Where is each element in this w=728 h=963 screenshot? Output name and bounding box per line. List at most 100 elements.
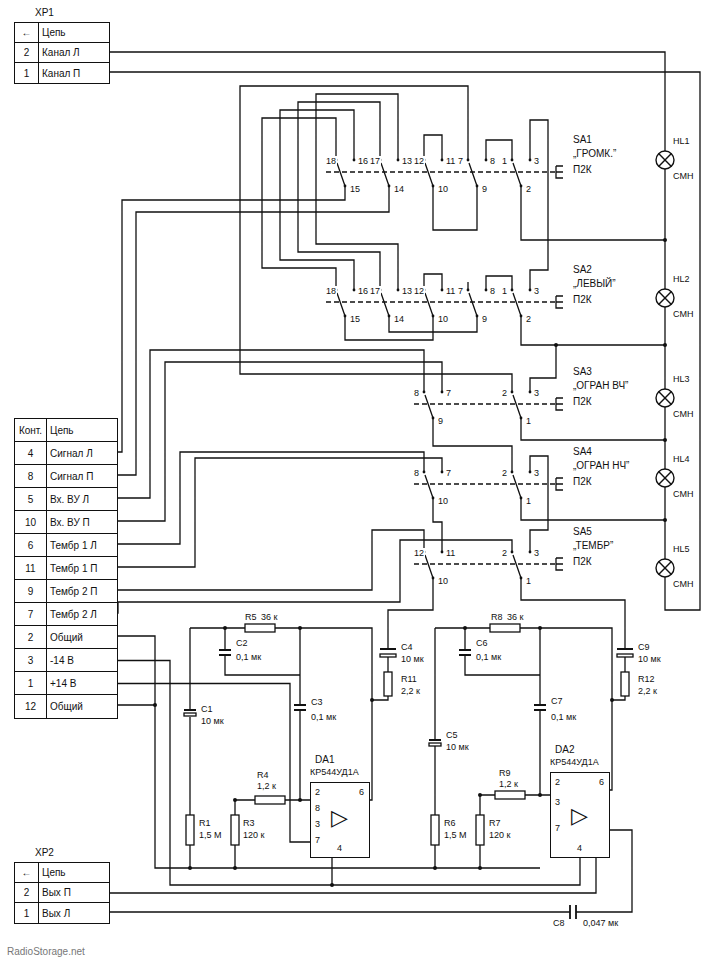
contact-number: 2 [525,184,532,195]
contact-number: 12 [413,156,425,167]
table-cell: Вых Л [39,903,109,923]
table-cell: 8 [15,465,47,488]
table-cell: ← [15,863,39,883]
component-value: 1,2 к [256,781,277,792]
signal-name: Вых Л [42,908,70,919]
contact-number: 14 [393,314,405,325]
pin-number: 1 [24,68,30,79]
component-ref: R5 [244,612,258,623]
lamps [656,151,674,577]
contact-number: 8 [489,156,496,167]
contact-number: 1 [525,496,532,507]
contact-number: 1 [525,416,532,427]
resistor-symbol [621,672,629,696]
table-cell: 6 [15,534,47,557]
table-cell: ← [15,23,39,43]
contact-number: 2 [501,388,508,399]
junction-dot [298,626,302,630]
lamp-wire [107,52,700,610]
component-ref: C4 [400,642,414,653]
table-cell: Вх. ВУ П [47,511,117,534]
contact-number: 12 [413,286,425,297]
chip-ref: DA1 [315,754,334,766]
signal-name: Тембр 1 Л [50,540,97,551]
electrolytic-plate [184,713,196,716]
switch-function: „ТЕМБР” [572,540,614,552]
connector-table: XP2←Цепь2Вых П1Вых Л [14,862,110,924]
contact-number: 7 [457,286,464,297]
signal-name: Общий [50,701,83,712]
switch-function: „ГРОМК.” [572,148,617,160]
contact-number: 8 [489,286,496,297]
switch-type: П2К [572,294,593,306]
junction-dot [554,343,558,347]
contact-number: 11 [445,286,456,297]
signal-name: +14 В [50,678,76,689]
signal-name: Канал Л [42,47,80,58]
table-cell: Тембр 1 Л [47,534,117,557]
switch-contact [511,152,532,194]
pin-number: 7 [28,609,34,620]
switches [335,152,532,586]
lamp-symbol [656,559,674,577]
lamp-label: HL5 [672,544,691,555]
junction-dot [478,793,482,797]
contact-number: 3 [533,286,540,297]
contact-number: 16 [357,286,369,297]
signal-name: Сигнал П [50,471,93,482]
table-cell: 1 [15,63,39,83]
switch-label: SA2 [572,264,593,276]
contact-number: 11 [445,548,456,559]
contact-number: 12 [413,548,425,559]
connector-name: XP1 [35,7,54,19]
contact-number: 15 [349,184,361,195]
electrolytic-plate [617,654,633,657]
pin-number: 1 [28,678,34,689]
component-ref: R12 [637,674,656,685]
junction-dot [298,798,302,802]
contact-number: 9 [481,184,488,195]
component-ref: C6 [475,638,489,649]
switch-label: SA4 [572,446,593,458]
contact-number: 3 [533,388,540,399]
lamp-cross [659,392,672,405]
amplifier-symbol: ▷ [571,803,588,829]
connector-table: XP1←Цепь2Канал Л1Канал П [14,22,110,84]
component-value: 1,5 М [198,830,223,841]
pin-number: 8 [315,803,320,814]
component-value: 0,1 мк [235,652,262,663]
signal-name: -14 В [50,655,74,666]
component-ref: R4 [256,770,270,781]
signal-name: Вых П [42,887,71,898]
wire-connector [118,684,310,843]
contact-number: 18 [325,156,337,167]
amplifier-wire [190,586,433,885]
contact-number: 17 [369,156,381,167]
lamp-type: СМН [672,409,694,420]
pin-number: 3 [28,655,34,666]
wire-connector [118,661,580,886]
resistor-symbol [384,672,392,696]
wiring [107,52,700,919]
component-value: 0,1 мк [475,652,502,663]
table-cell: -14 В [47,649,117,672]
component-ref: R6 [443,818,457,829]
contact-number: 7 [457,156,464,167]
switch-type: П2К [572,556,593,568]
component-value: 10 мк [200,716,225,727]
junction-dot [370,698,374,702]
table-cell: Конт. [15,419,47,442]
component-value: 36 к [260,612,278,623]
pin-number: 4 [577,843,582,854]
signal-name: Сигнал Л [50,448,93,459]
junction-dot [663,438,667,442]
junction-dot [153,703,157,707]
amplifier-symbol: ▷ [331,805,348,831]
table-cell: 4 [15,442,47,465]
contact-number: 13 [401,156,413,167]
contact-number: 17 [369,286,381,297]
table-cell: Общий [47,626,117,649]
contact-number: 11 [445,156,456,167]
lamp-type: СМН [672,489,694,500]
pin-number: 3 [315,819,320,830]
